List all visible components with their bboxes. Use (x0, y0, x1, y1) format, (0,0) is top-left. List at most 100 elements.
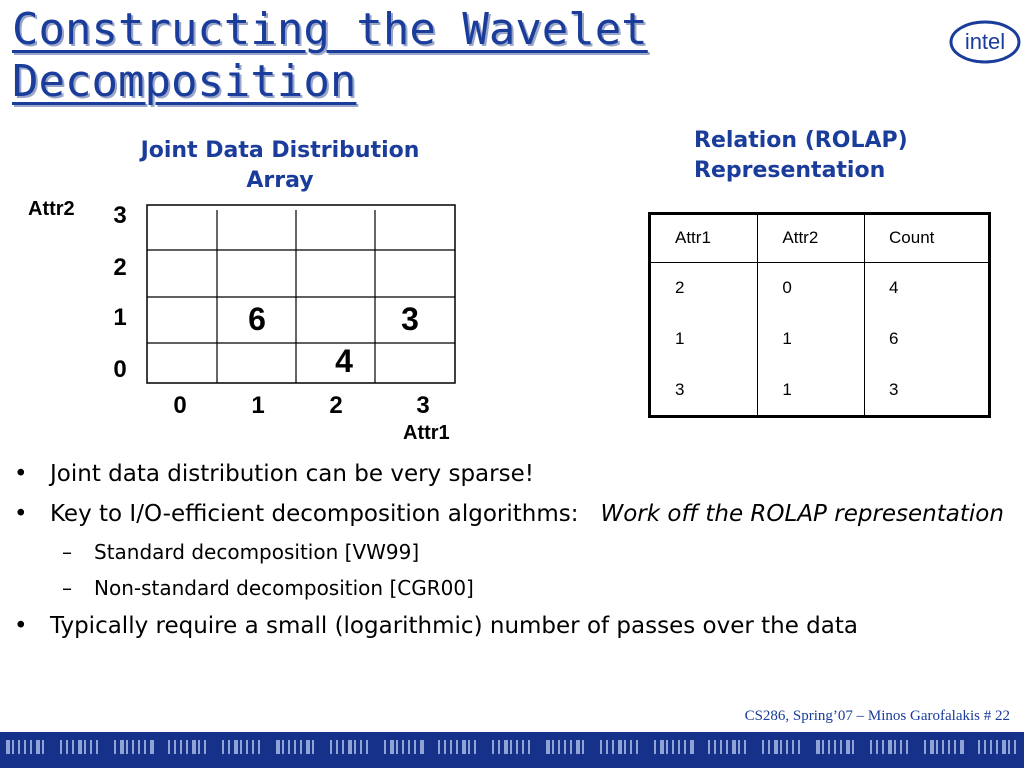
footer-bar-pattern (6, 740, 1016, 754)
x-tick-1: 1 (251, 392, 265, 419)
footer-stripe (954, 740, 956, 754)
footer-stripe (576, 740, 580, 754)
footer-stripe (930, 740, 934, 754)
footer-stripe (948, 740, 950, 754)
table-row: 3 1 3 (650, 364, 990, 417)
footer-stripe (1002, 740, 1006, 754)
footer-stripe (60, 740, 62, 754)
footer-stripe (348, 740, 352, 754)
footer-stripe (66, 740, 68, 754)
footer-stripe (246, 740, 248, 754)
bullet-text: Joint data distribution can be very spar… (50, 461, 534, 487)
footer-stripe (288, 740, 290, 754)
footer-stripe (612, 740, 614, 754)
y-axis-label: Attr2 (28, 198, 75, 220)
footer-stripe (726, 740, 728, 754)
footer-stripe (660, 740, 664, 754)
footer-stripe (300, 740, 302, 754)
array-grid (146, 204, 456, 384)
intel-logo-text: intel (965, 29, 1005, 54)
bullet-item: • Typically require a small (logarithmic… (14, 608, 1004, 644)
footer-stripe (30, 740, 32, 754)
table-cell: 1 (675, 328, 685, 348)
footer-stripe (672, 740, 674, 754)
footer-stripe (198, 740, 200, 754)
bullet-glyph: • (14, 461, 28, 487)
footer-stripe (852, 740, 854, 754)
footer-stripe (558, 740, 560, 754)
sub-bullet-text: Non-standard decomposition [CGR00] (94, 576, 474, 600)
sub-bullet-item: – Standard decomposition [VW99] (14, 536, 1004, 568)
rolap-table: Attr1 Attr2 Count 2 0 4 1 1 6 3 1 3 (648, 212, 991, 418)
footer-stripe (312, 740, 314, 754)
footer-stripe (414, 740, 416, 754)
footer-stripe (276, 740, 280, 754)
footer-stripe (684, 740, 686, 754)
footer-stripe (780, 740, 782, 754)
footer-stripe (636, 740, 638, 754)
footer-stripe (744, 740, 746, 754)
table-header-row: Attr1 Attr2 Count (649, 213, 990, 263)
y-tick-3: 3 (113, 202, 127, 229)
cell-value-attr1-1-attr2-1: 6 (248, 301, 266, 337)
footer-stripe (678, 740, 680, 754)
footer-stripe (522, 740, 524, 754)
bullet-item: • Key to I/O-efficient decomposition alg… (14, 496, 1004, 532)
footer-stripe (240, 740, 242, 754)
footer-stripe (846, 740, 850, 754)
bullet-text: Typically require a small (logarithmic) … (50, 613, 858, 639)
footer-stripe (714, 740, 716, 754)
array-title: Joint Data Distribution Array (105, 136, 455, 196)
footer-stripe (402, 740, 404, 754)
footer-stripe (900, 740, 902, 754)
sub-bullet-text: Standard decomposition [VW99] (94, 540, 420, 564)
footer-stripe (960, 740, 964, 754)
footer-stripe (84, 740, 86, 754)
header-attr2: Attr2 (757, 213, 865, 263)
footer-stripe (96, 740, 98, 754)
footer-stripe (390, 740, 394, 754)
footer-stripe (420, 740, 424, 754)
dash-glyph: – (62, 576, 72, 600)
footer-stripe (516, 740, 518, 754)
footer-stripe (840, 740, 842, 754)
footer-stripe (564, 740, 566, 754)
footer-stripe (90, 740, 92, 754)
footer-stripe (870, 740, 872, 754)
table-cell: 4 (864, 262, 990, 314)
footer-stripe (204, 740, 206, 754)
footer-stripe (552, 740, 554, 754)
x-axis-label: Attr1 (403, 422, 450, 444)
header-count: Count (864, 213, 990, 263)
header-attr1: Attr1 (649, 213, 758, 263)
footer-stripe (570, 740, 572, 754)
footer-stripe (792, 740, 794, 754)
footer-stripe (762, 740, 764, 754)
slide-footer: CS286, Spring’07 – Minos Garofalakis # 2… (744, 708, 1010, 724)
footer-stripe (36, 740, 40, 754)
slide-title-line2: Decomposition (12, 56, 357, 107)
footer-stripe (234, 740, 238, 754)
footer-stripe (6, 740, 10, 754)
footer-stripe (942, 740, 944, 754)
footer-stripe (924, 740, 926, 754)
footer-stripe (996, 740, 998, 754)
footer-stripe (510, 740, 512, 754)
cell-value-attr1-2-attr2-0: 4 (335, 343, 353, 379)
footer-stripe (768, 740, 770, 754)
footer-stripe (126, 740, 128, 754)
footer-stripe (360, 740, 362, 754)
slide-title-line1: Constructing the Wavelet (12, 4, 648, 55)
footer-stripe (582, 740, 584, 754)
table-row: 1 1 6 (650, 313, 990, 365)
footer-stripe (708, 740, 710, 754)
bullet-glyph: • (14, 501, 28, 527)
table-row: 2 0 4 (650, 262, 990, 314)
footer-stripe (12, 740, 14, 754)
footer-stripe (72, 740, 74, 754)
bullet-glyph: • (14, 613, 28, 639)
footer-stripe (936, 740, 938, 754)
footer-stripe (354, 740, 356, 754)
cell-value-attr1-3-attr2-1: 3 (401, 301, 419, 337)
footer-stripe (786, 740, 788, 754)
